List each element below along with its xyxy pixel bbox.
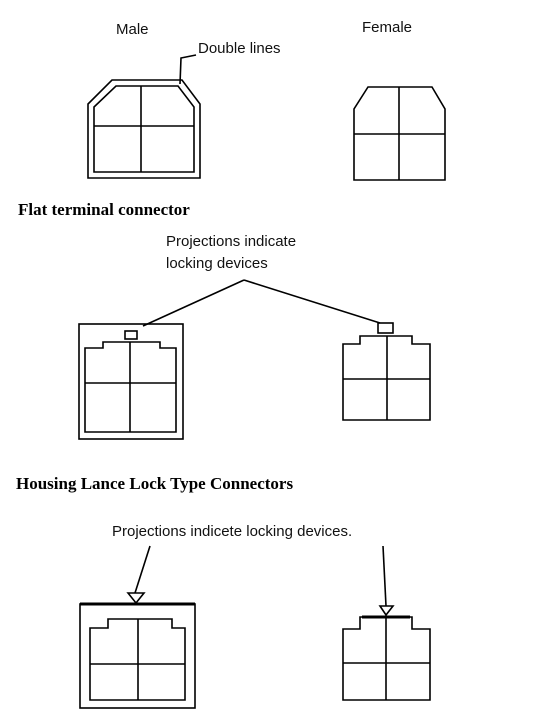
section-title-housing-lance: Housing Lance Lock Type Connectors xyxy=(16,474,294,493)
double-lines-callout: Double lines xyxy=(198,40,281,57)
arrow-right-leader xyxy=(382,545,387,607)
male-lance-connector xyxy=(78,323,184,440)
female-flat-connector xyxy=(353,86,446,181)
triangle-marker-left-icon xyxy=(126,592,146,605)
double-lines-leader xyxy=(179,54,197,85)
female-label: Female xyxy=(362,19,413,36)
female-lance-connector-bottom xyxy=(342,615,431,701)
projections-callout-line-1: Projections indicate xyxy=(166,233,297,250)
triangle-marker-right-icon xyxy=(378,605,395,617)
section-title-flat-terminal: Flat terminal connector xyxy=(18,200,190,219)
projections-callout-single: Projections indicete locking devices. xyxy=(112,523,353,540)
female-lance-connector xyxy=(342,322,431,421)
projection-leader-right xyxy=(243,279,381,324)
male-lance-connector-bottom xyxy=(79,602,196,709)
projections-callout-line-2: locking devices xyxy=(166,255,268,272)
projection-leader-left xyxy=(142,279,245,327)
male-flat-connector xyxy=(87,79,201,179)
male-label: Male xyxy=(116,21,149,38)
arrow-left-leader xyxy=(134,545,151,594)
